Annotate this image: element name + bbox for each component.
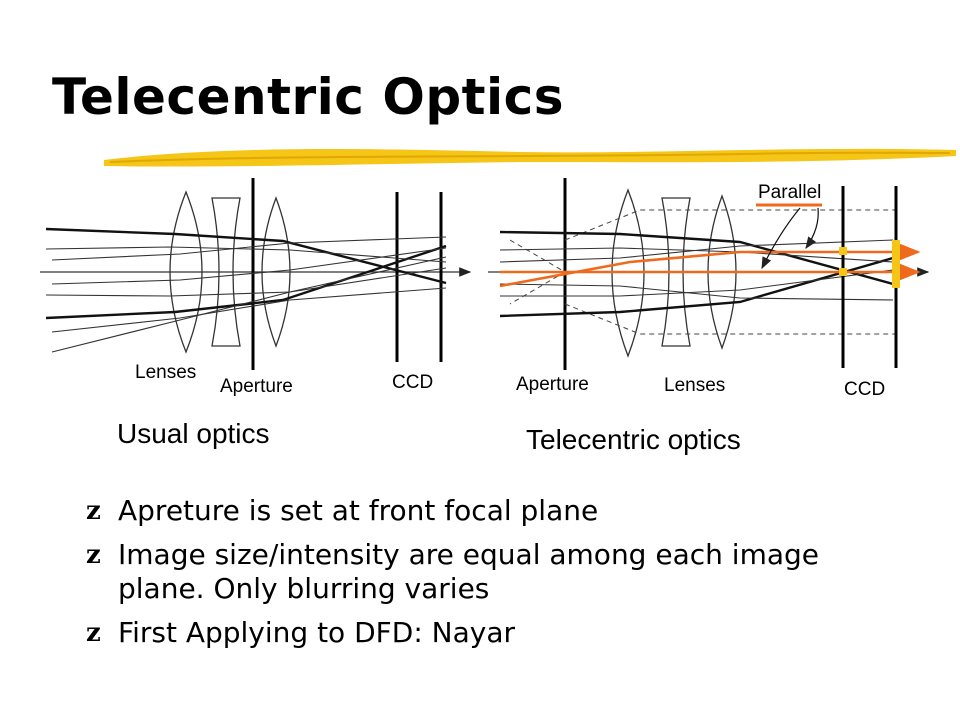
bullet-marker: z <box>86 496 101 526</box>
usual-ray-thin-3 <box>51 236 447 261</box>
tele-dashed-1 <box>564 209 900 241</box>
tele-ccd-label: CCD <box>844 379 885 400</box>
tele-ccd2-highlight <box>892 240 900 288</box>
bullet-text: Apreture is set at front focal plane <box>118 494 599 527</box>
tele-ray-bold-top <box>499 230 894 286</box>
usual-aperture-label: Aperture <box>220 376 293 397</box>
optics-diagrams: Lenses Aperture CCD Parallel <box>40 178 930 400</box>
bullet-list: z Apreture is set at front focal plane z… <box>86 494 906 660</box>
usual-ray-thin-4 <box>51 256 447 353</box>
usual-ray-bold-bottom <box>45 244 447 320</box>
usual-convex-lens-1 <box>169 190 203 354</box>
bullet-item: z Apreture is set at front focal plane <box>86 494 906 528</box>
tele-ray-orange-1 <box>499 241 921 288</box>
tele-parallel-pointer-1 <box>761 207 801 270</box>
bullet-item: z First Applying to DFD: Nayar <box>86 616 906 650</box>
tele-ccd1-marker-bottom <box>839 268 847 276</box>
usual-ray-thin-5 <box>51 247 447 285</box>
bullet-item: z Image size/intensity are equal among e… <box>86 538 906 606</box>
bullet-marker: z <box>86 618 101 648</box>
telecentric-optics-diagram: Parallel Aperture Lenses CCD <box>488 178 930 400</box>
telecentric-optics-caption: Telecentric optics <box>526 424 741 455</box>
usual-ray-thin-2 <box>45 267 447 297</box>
bullet-text: Image size/intensity are equal among eac… <box>118 538 819 605</box>
usual-optics-diagram: Lenses Aperture CCD <box>40 178 472 397</box>
tele-ray-thin-3 <box>499 239 894 263</box>
slide-title: Telecentric Optics <box>52 68 565 126</box>
tele-concave-lens <box>661 197 691 347</box>
tele-convex-lens-1 <box>611 188 645 358</box>
usual-concave-lens <box>211 197 241 347</box>
usual-ray-bold-top <box>45 227 447 285</box>
tele-lenses-label: Lenses <box>664 375 725 396</box>
tele-parallel-pointer-2 <box>805 207 819 249</box>
usual-ccd-label: CCD <box>392 372 433 393</box>
tele-ray-thin-1 <box>499 247 894 263</box>
title-underline-brush <box>104 148 956 167</box>
tele-ccd1-marker-top <box>839 247 847 255</box>
bullet-text: First Applying to DFD: Nayar <box>118 616 515 649</box>
tele-parallel-label: Parallel <box>758 182 821 203</box>
tele-ray-thin-4 <box>499 283 894 301</box>
bullet-marker: z <box>86 540 101 570</box>
usual-ray-thin-6 <box>51 287 447 333</box>
tele-aperture-label: Aperture <box>516 374 589 395</box>
tele-dashed-2 <box>564 303 900 335</box>
usual-ray-thin-1 <box>45 246 447 263</box>
tele-ray-thin-2 <box>500 269 894 297</box>
usual-optics-caption: Usual optics <box>117 418 270 449</box>
usual-lenses-label: Lenses <box>135 362 196 383</box>
